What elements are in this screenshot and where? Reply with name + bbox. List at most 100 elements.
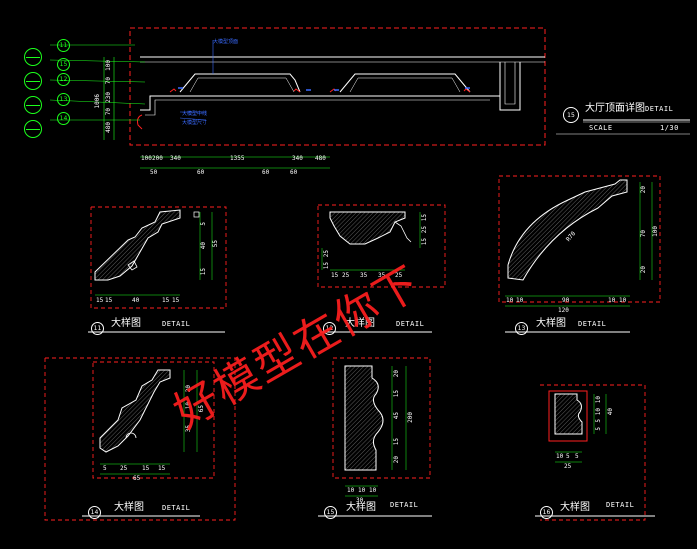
detail-14-molding — [99, 369, 171, 453]
detail-14-frame-outer — [44, 357, 236, 521]
d13-bdim-1: 10 — [516, 297, 524, 304]
main-frame-outline — [129, 27, 546, 146]
detail-12-frame — [317, 204, 446, 288]
callout-12 — [24, 72, 42, 90]
d15-rdim-1: 15 — [393, 390, 400, 398]
detail-13 — [498, 175, 661, 333]
main-callout-3-text: 14 — [59, 115, 68, 122]
d16-bdim-0: 10 — [556, 453, 564, 460]
d15-rdim-total: 200 — [407, 412, 414, 423]
d12-number: 12 — [323, 322, 336, 335]
d15-detail: DETAIL — [390, 501, 419, 509]
d13-bdim-0: 10 — [506, 297, 514, 304]
d16-rdim-2: 5 — [595, 419, 602, 423]
d13-bdim-2: 90 — [562, 297, 570, 304]
d15-rdim-0: 20 — [393, 370, 400, 378]
main-annotation-0: 大模型顶面 — [213, 39, 239, 45]
main-vdim-0: 100 — [105, 60, 112, 71]
d15-bdim-1: 10 — [358, 487, 366, 494]
d14-bdim-2: 15 — [142, 465, 150, 472]
d15-bdim-0: 10 — [347, 487, 355, 494]
d14-bdim-3: 15 — [158, 465, 166, 472]
tray-molding-left — [169, 88, 301, 93]
main-callout-2-text: 13 — [59, 96, 68, 103]
main-vdim-4: 480 — [105, 122, 112, 133]
main-bsub-0: 50 — [150, 169, 158, 176]
d11-bdim-4: 15 — [172, 297, 180, 304]
detail-16-box — [548, 390, 588, 442]
d11-bdim-2: 40 — [132, 297, 140, 304]
main-ceiling-section — [49, 27, 690, 169]
d16-bdim-total: 25 — [564, 463, 572, 470]
main-scale-value: 1/30 — [660, 124, 679, 132]
tray-left — [179, 73, 301, 93]
main-bdim-4: 340 — [292, 155, 303, 162]
d11-rdim-0: 40 — [200, 242, 207, 250]
d14-number-text: 14 — [90, 509, 99, 516]
d13-rdim-0: 20 — [640, 186, 647, 194]
main-bdim-3: 1355 — [230, 155, 245, 162]
main-callout-4-text: 15 — [59, 61, 68, 68]
main-view-number: 15 — [563, 107, 579, 123]
d11-bdim-0: 15 — [96, 297, 104, 304]
detail-12 — [317, 204, 446, 333]
d12-number-text: 12 — [325, 325, 334, 332]
d16-detail: DETAIL — [606, 501, 635, 509]
main-bsub-2: 60 — [262, 169, 270, 176]
detail-13-molding — [507, 179, 628, 281]
d11-number: 11 — [91, 322, 104, 335]
d14-bdim-0: 5 — [103, 465, 107, 472]
beam-profile — [499, 62, 521, 111]
detail-14-bead — [125, 432, 137, 439]
tray-right-inner — [349, 77, 461, 93]
d14-detail: DETAIL — [162, 504, 191, 512]
callout-14 — [24, 96, 42, 114]
d11-title: 大样图 — [111, 318, 141, 329]
d11-rdim-1: 15 — [200, 268, 207, 276]
d14-title: 大样图 — [114, 502, 144, 513]
d16-number-text: 16 — [542, 509, 551, 516]
main-scale-label: SCALE — [589, 124, 613, 132]
detail-15 — [318, 357, 432, 517]
tray-right — [339, 73, 471, 93]
main-vdim-2: 230 — [105, 92, 112, 103]
left-cornice — [137, 114, 143, 130]
d12-rdim-0: 15 — [421, 214, 428, 222]
main-annotation-1: 大模型中线 — [182, 111, 208, 117]
d12-rdim-2: 15 — [421, 238, 428, 246]
d12-rdim-1: 25 — [421, 226, 428, 234]
d12-bdim-0: 15 — [331, 272, 339, 279]
detail-16 — [535, 384, 655, 521]
blue-marker-1 — [178, 87, 470, 91]
main-bsub-3: 60 — [290, 169, 298, 176]
callout-16 — [24, 120, 42, 138]
d16-rdim-3: 5 — [595, 427, 602, 431]
main-view-title: 大厅顶面详图DETAIL — [585, 104, 673, 114]
beam-profile-inner — [504, 62, 516, 105]
main-bdim-5: 480 — [315, 155, 326, 162]
tray-left-inner — [189, 77, 295, 93]
main-callout-2: 13 — [57, 93, 70, 106]
main-view-title-text: 大厅顶面详图 — [585, 103, 645, 114]
detail-11-stepline — [127, 260, 138, 271]
main-vdim-total: 1006 — [94, 94, 101, 109]
d11-rdim-total: 55 — [212, 240, 219, 248]
main-callout-1: 12 — [57, 73, 70, 86]
ceiling-drop-line-2 — [145, 99, 490, 116]
d13-detail: DETAIL — [578, 320, 607, 328]
d13-bdim-4: 10 — [619, 297, 627, 304]
d15-rdim-4: 20 — [393, 456, 400, 464]
main-callout-0: 11 — [57, 39, 70, 52]
d12-bdim-3: 35 — [378, 272, 386, 279]
detail-12-inner — [394, 221, 412, 243]
d12-ldim-1: 15 — [323, 262, 330, 270]
main-vdim-3: 70 — [105, 108, 112, 116]
d16-bdim-2: 5 — [575, 453, 579, 460]
main-bdim-1: 200 — [152, 155, 163, 162]
d12-bdim-4: 25 — [395, 272, 403, 279]
d12-bdim-1: 25 — [342, 272, 350, 279]
detail-16-frame — [540, 384, 646, 521]
d11-rdim-2: 5 — [200, 222, 207, 226]
d13-title: 大样图 — [536, 318, 566, 329]
